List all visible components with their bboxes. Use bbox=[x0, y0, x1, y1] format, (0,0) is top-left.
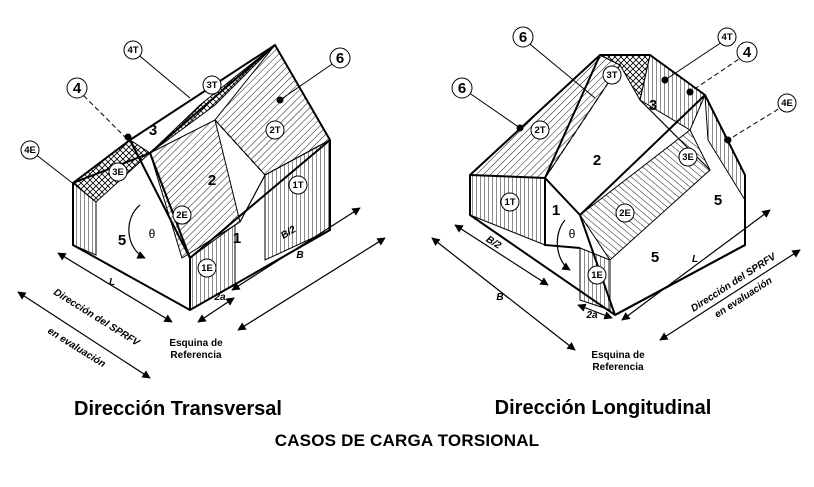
zone-3T-right: 3T bbox=[606, 70, 617, 81]
zone-1T-left: 1T bbox=[292, 180, 303, 191]
zone-2T-left: 2T bbox=[269, 125, 280, 136]
zone-1-right: 1 bbox=[552, 202, 560, 219]
zone-4E-left: 4E bbox=[24, 145, 36, 156]
zone-3-right: 3 bbox=[649, 97, 657, 114]
zone-5-left: 5 bbox=[118, 232, 126, 249]
dim-2a-right: 2a bbox=[585, 310, 598, 321]
corner-note-right-1: Esquina de bbox=[591, 350, 645, 361]
zone-4-right: 4 bbox=[743, 44, 752, 61]
zone-4E-right: 4E bbox=[781, 98, 793, 109]
zone-3T-left: 3T bbox=[206, 80, 217, 91]
angle-right: θ bbox=[569, 227, 576, 241]
direction-note-left-2: en evaluación bbox=[45, 326, 107, 370]
corner-note-left-2: Referencia bbox=[170, 350, 222, 361]
zone-3E-left: 3E bbox=[112, 167, 124, 178]
caption-transversal: Dirección Transversal bbox=[74, 398, 282, 420]
right-dimensions bbox=[431, 209, 801, 351]
right-building bbox=[468, 54, 746, 317]
zone-6-right-left: 6 bbox=[458, 80, 466, 97]
zone-4T-right: 4T bbox=[721, 32, 732, 43]
zone-2E-right: 2E bbox=[619, 208, 631, 219]
page-title: CASOS DE CARGA TORSIONAL bbox=[274, 431, 540, 450]
dim-2a-left: 2a bbox=[213, 292, 226, 303]
right-callouts bbox=[451, 26, 797, 285]
zone-1E-right: 1E bbox=[591, 270, 603, 281]
zone-2E-left: 2E bbox=[176, 210, 188, 221]
left-dimensions bbox=[17, 204, 386, 379]
zone-4-left: 4 bbox=[73, 80, 82, 97]
zone-3E-right-area bbox=[639, 54, 706, 131]
zone-6-left: 6 bbox=[336, 50, 344, 67]
zone-2-right: 2 bbox=[593, 152, 601, 169]
zone-4T-left: 4T bbox=[127, 45, 138, 56]
zone-2T-right: 2T bbox=[534, 125, 545, 136]
corner-note-left-1: Esquina de bbox=[169, 338, 223, 349]
zone-4E-right-area bbox=[704, 94, 746, 202]
zone-6-right-top: 6 bbox=[519, 29, 527, 46]
corner-note-right-2: Referencia bbox=[592, 362, 644, 373]
dim-B-right: B bbox=[496, 292, 503, 303]
angle-left: θ bbox=[149, 227, 156, 241]
dim-B-left: B bbox=[296, 250, 303, 261]
zone-1-left: 1 bbox=[233, 230, 241, 247]
zone-1E-left: 1E bbox=[201, 263, 213, 274]
zone-2-left: 2 bbox=[208, 172, 216, 189]
zone-1T-right: 1T bbox=[504, 197, 515, 208]
zone-3-left: 3 bbox=[149, 122, 157, 139]
zone-5-right-side: 5 bbox=[651, 249, 659, 266]
dim-L-right: L bbox=[692, 254, 698, 265]
dim-L-left: L bbox=[109, 277, 115, 288]
zone-5-right-end: 5 bbox=[714, 192, 722, 209]
left-callouts bbox=[20, 40, 351, 278]
caption-longitudinal: Dirección Longitudinal bbox=[495, 397, 712, 419]
zone-3E-right: 3E bbox=[682, 152, 694, 163]
